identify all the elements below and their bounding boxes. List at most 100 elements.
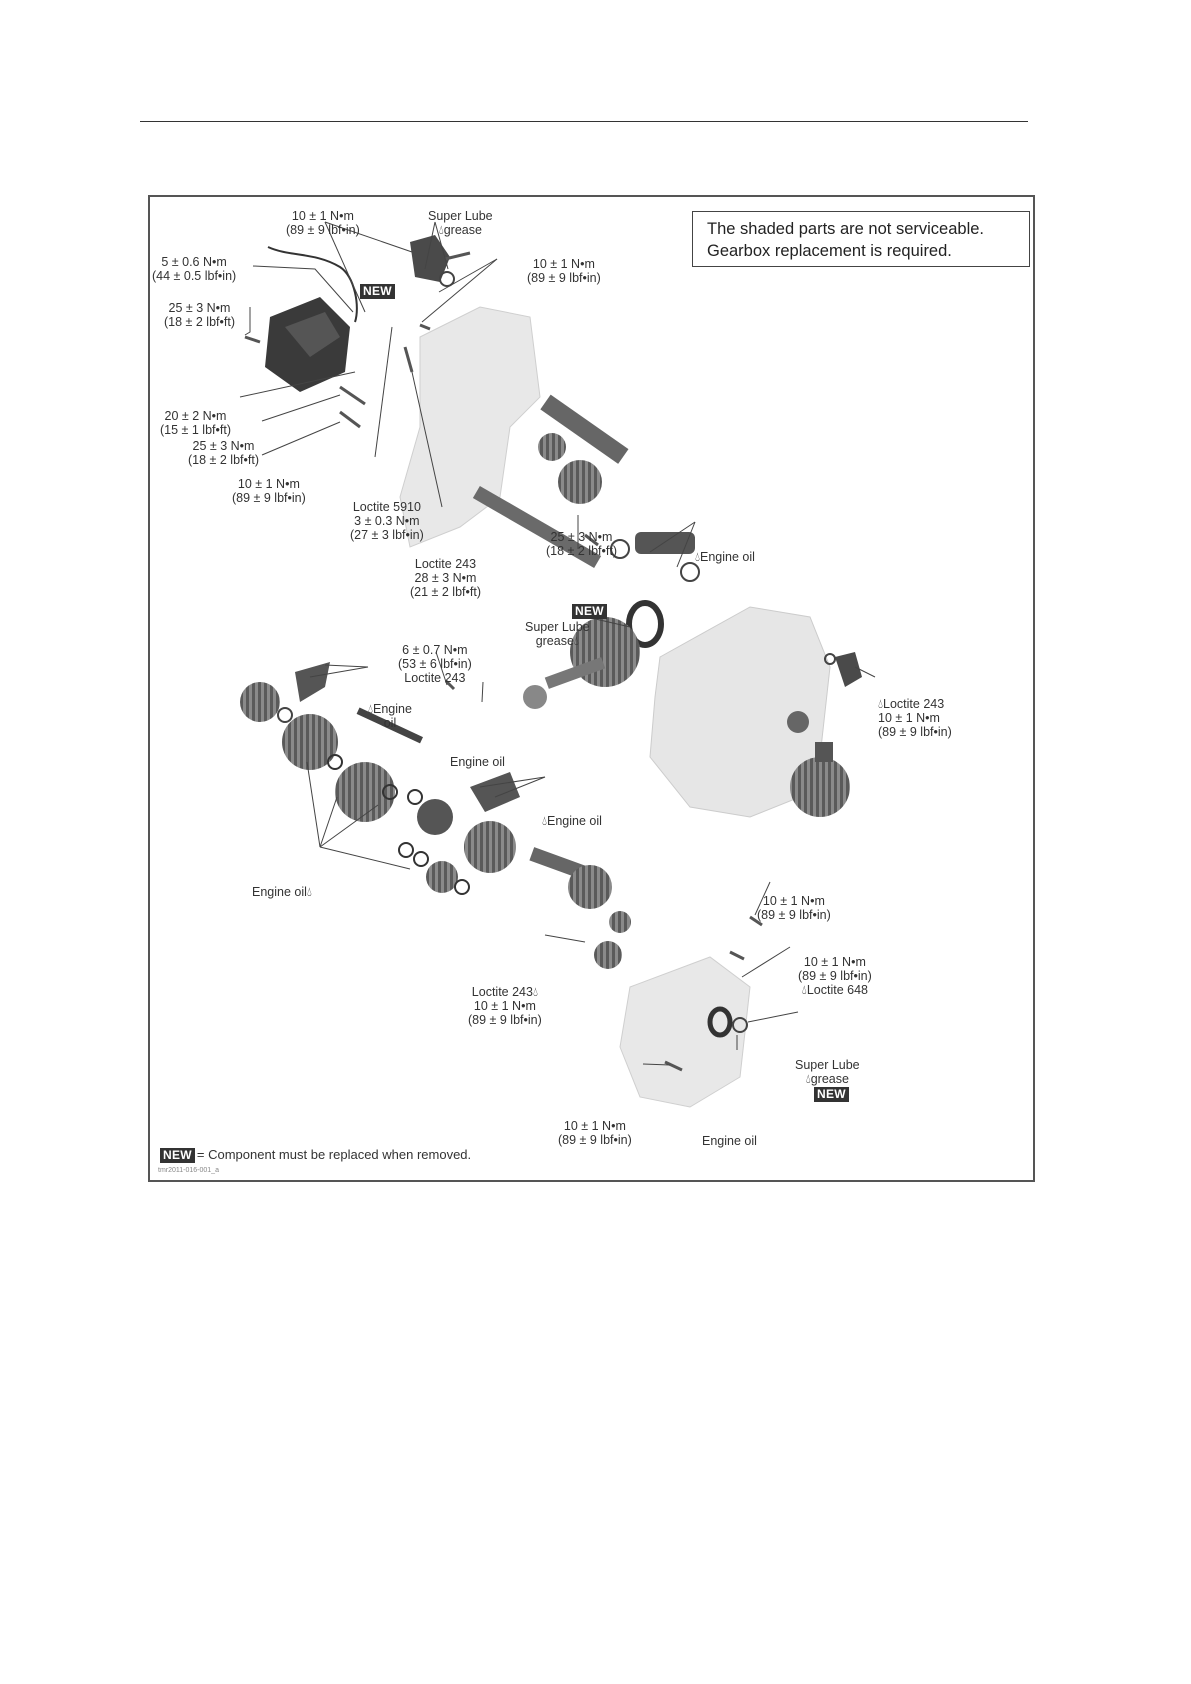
callout-text: (89 ± 9 lbf•in) — [878, 725, 952, 739]
callout-text: (18 ± 2 lbf•ft) — [188, 453, 259, 467]
callout-text: 20 ± 2 N•m — [164, 409, 227, 423]
callout-text: (89 ± 9 lbf•in) — [527, 271, 601, 285]
gear-left-2 — [335, 762, 395, 822]
callout-engine-oil-crank: 💧︎Engine oil — [695, 550, 755, 564]
drop-icon: 💧︎ — [368, 702, 374, 716]
callout-text: 10 ± 1 N•m — [803, 955, 866, 969]
new-badge: NEW — [814, 1087, 849, 1102]
callout-loctite-243-upper: Loctite 243 28 ± 3 N•m (21 ± 2 lbf•ft) — [410, 557, 481, 599]
callout-top-bolt: 10 ± 1 N•m (89 ± 9 lbf•in) — [286, 209, 360, 237]
callout-drain-plug: 20 ± 2 N•m (15 ± 1 lbf•ft) — [160, 409, 231, 437]
callout-crank-bolt: 25 ± 3 N•m (18 ± 2 lbf•ft) — [546, 530, 617, 558]
drop-icon: 💧︎ — [805, 1072, 811, 1086]
callout-text: 💧︎Loctite 243 — [878, 697, 952, 711]
callout-text: Loctite 648 — [806, 983, 868, 997]
callout-case-bolt-10: 10 ± 1 N•m (89 ± 9 lbf•in) — [232, 477, 306, 505]
callout-text: (44 ± 0.5 lbf•in) — [152, 269, 237, 283]
left-shift-fork — [240, 662, 330, 723]
callout-text: Loctite 243💧︎ — [468, 985, 542, 999]
fork-shaft — [356, 707, 423, 744]
callout-text: 10 ± 1 N•m — [762, 894, 825, 908]
callout-engine-oil-lower: Engine oil — [702, 1134, 757, 1148]
callout-text: 10 ± 1 N•m — [291, 209, 354, 223]
callout-text: 10 ± 1 N•m — [563, 1119, 626, 1133]
gear-centre-1 — [464, 821, 516, 873]
callout-text: 💧︎Loctite 648 — [798, 983, 872, 997]
callout-engine-oil-left: Engine oil💧︎ — [252, 885, 312, 899]
callout-text: oil — [383, 716, 397, 730]
callout-loctite-243-right: 💧︎Loctite 243 10 ± 1 N•m (89 ± 9 lbf•in) — [878, 697, 952, 739]
callout-text: Loctite 5910 — [352, 500, 421, 514]
centre-shift-fork — [417, 772, 520, 835]
lower-seal — [707, 1006, 733, 1038]
callout-text: (89 ± 9 lbf•in) — [286, 223, 360, 237]
callout-motor-bolt: 25 ± 3 N•m (18 ± 2 lbf•ft) — [164, 301, 235, 329]
right-cap — [824, 652, 862, 687]
drop-icon: 💧︎ — [306, 885, 312, 899]
drop-icon: 💧︎ — [801, 983, 807, 997]
callout-text: 25 ± 3 N•m — [550, 530, 613, 544]
rings-centre — [327, 754, 470, 895]
callout-text: Engine oil — [547, 814, 602, 828]
callout-text: (27 ± 3 lbf•in) — [350, 528, 424, 542]
callout-text: 3 ± 0.3 N•m — [354, 514, 420, 528]
callout-text: 10 ± 1 N•m — [532, 257, 595, 271]
callout-text: Loctite 243 — [883, 697, 945, 711]
callout-text: 💧︎grease — [795, 1072, 860, 1086]
bolts — [244, 251, 763, 1072]
callout-text: (89 ± 9 lbf•in) — [558, 1133, 632, 1147]
callout-text: (53 ± 6 lbf•in) — [398, 657, 472, 671]
lower-cover — [619, 956, 751, 1108]
callout-text: grease — [443, 223, 482, 237]
selector-drum — [538, 394, 629, 464]
new-badge: NEW — [360, 284, 395, 299]
callout-text: Engine oil — [702, 1134, 757, 1148]
notice-line-1: The shaded parts are not serviceable. — [707, 220, 984, 238]
lower-oring — [732, 1017, 748, 1033]
header-rule — [140, 121, 1028, 122]
differential-pin — [815, 742, 833, 762]
callout-text: 10 ± 1 N•m — [878, 711, 940, 725]
callout-text: (18 ± 2 lbf•ft) — [546, 544, 617, 558]
callout-text: (89 ± 9 lbf•in) — [232, 491, 306, 505]
callout-super-lube-seal: Super Lube grease💧︎ — [525, 620, 590, 648]
callout-text: (15 ± 1 lbf•ft) — [160, 423, 231, 437]
differential-gear — [790, 757, 850, 817]
output-gear-shaft — [523, 617, 640, 709]
drop-icon: 💧︎ — [542, 814, 548, 828]
callout-text: (89 ± 9 lbf•in) — [798, 969, 872, 983]
leader-lines — [239, 221, 876, 1066]
callout-loctite-648: 10 ± 1 N•m (89 ± 9 lbf•in) 💧︎Loctite 648 — [798, 955, 872, 997]
callout-selector-bolt: 6 ± 0.7 N•m (53 ± 6 lbf•in) Loctite 243 — [398, 643, 472, 685]
upper-crankcase — [399, 306, 541, 548]
callout-text: Super Lube — [795, 1058, 860, 1072]
callout-text: 28 ± 3 N•m — [414, 571, 477, 585]
callout-text: (21 ± 2 lbf•ft) — [410, 585, 481, 599]
input-shaft — [472, 460, 602, 569]
callout-text: 25 ± 3 N•m — [168, 301, 231, 315]
callout-cover-bolts: 10 ± 1 N•m (89 ± 9 lbf•in) — [527, 257, 601, 285]
actuator-motor — [265, 297, 350, 392]
callout-text: Super Lube — [525, 620, 590, 634]
legend: NEW= Component must be replaced when rem… — [160, 1147, 471, 1163]
legend-new-badge: NEW — [160, 1148, 195, 1163]
gearbox-exploded-artwork — [239, 221, 876, 1108]
sensor-oring — [439, 271, 455, 287]
callout-text: Loctite 243 — [471, 985, 533, 999]
legend-text: = Component must be replaced when remove… — [196, 1147, 472, 1162]
callout-sensor-bolt: 5 ± 0.6 N•m (44 ± 0.5 lbf•in) — [152, 255, 236, 283]
callout-text: 10 ± 1 N•m — [473, 999, 536, 1013]
callout-text: 6 ± 0.7 N•m — [402, 643, 468, 657]
countershaft — [529, 847, 631, 933]
callout-text: 25 ± 3 N•m — [192, 439, 255, 453]
drop-icon: 💧︎ — [532, 985, 538, 999]
callout-text: 5 ± 0.6 N•m — [161, 255, 227, 269]
callout-case-bolt-25: 25 ± 3 N•m (18 ± 2 lbf•ft) — [188, 439, 259, 467]
exploded-gearbox-diagram: The shaded parts are not serviceable. Ge… — [148, 195, 1035, 1182]
callout-text: Engine — [373, 702, 412, 716]
callout-text: 💧︎Engine — [368, 702, 412, 716]
callout-text: Loctite 243 — [404, 671, 466, 685]
new-badge: NEW — [572, 604, 607, 619]
callout-text: (89 ± 9 lbf•in) — [468, 1013, 542, 1027]
callout-super-lube-top: Super Lube 💧︎grease — [428, 209, 493, 237]
